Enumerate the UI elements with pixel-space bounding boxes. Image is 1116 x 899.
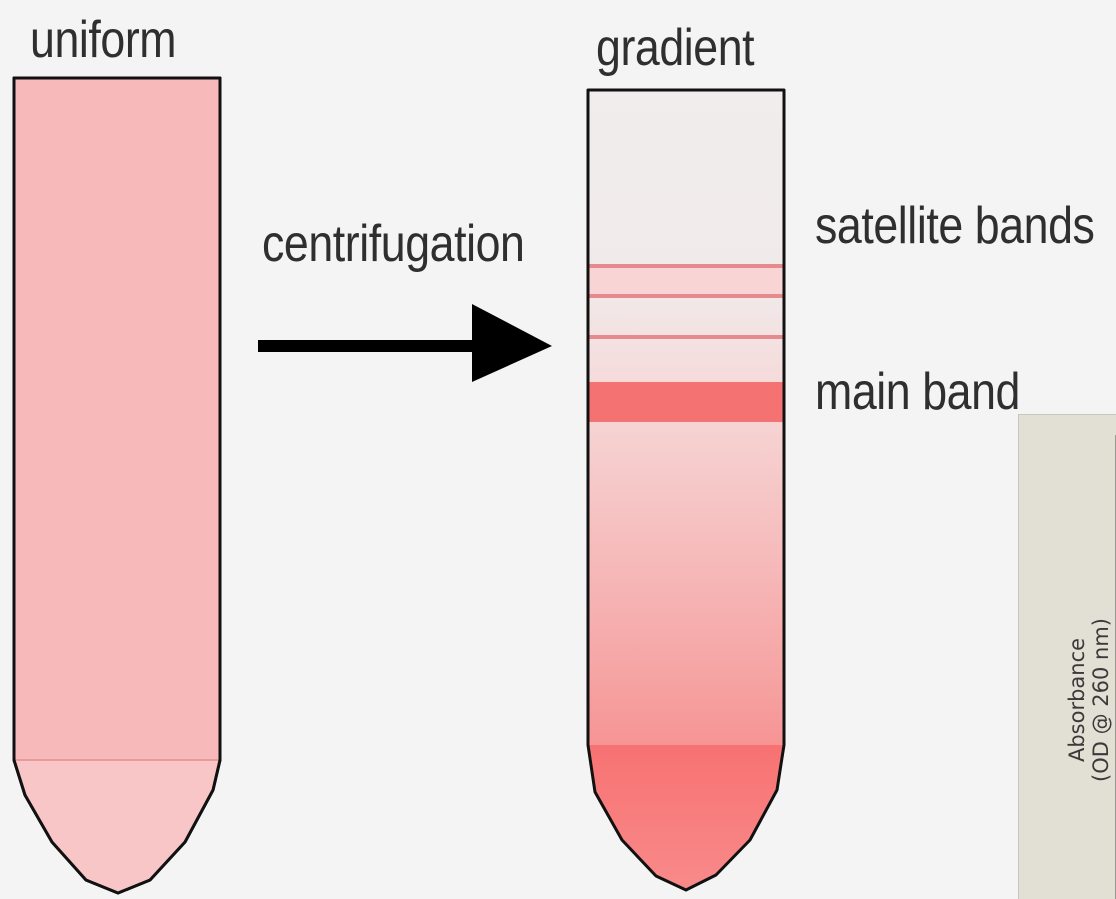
centrifugation-label: centrifugation (262, 218, 524, 270)
satellite-band (588, 335, 784, 339)
uniform-tip-shade (15, 760, 219, 892)
uniform-tube (14, 78, 220, 893)
axis-label-line2: (OD @ 260 nm) (1089, 618, 1113, 782)
absorbance-axis-label: Absorbance (OD @ 260 nm) (1065, 618, 1113, 782)
satellite-band (588, 268, 784, 294)
satellite-bands-label: satellite bands (815, 200, 1094, 252)
arrow-icon (258, 304, 552, 382)
main-band (588, 382, 784, 422)
satellite-band (588, 294, 784, 298)
uniform-label: uniform (30, 14, 176, 66)
gradient-tube (588, 90, 784, 890)
axis-label-line1: Absorbance (1065, 618, 1089, 782)
satellite-band (588, 264, 784, 268)
gradient-tube-tip (588, 745, 784, 890)
main-band-label: main band (815, 366, 1020, 418)
gradient-label: gradient (596, 22, 754, 74)
